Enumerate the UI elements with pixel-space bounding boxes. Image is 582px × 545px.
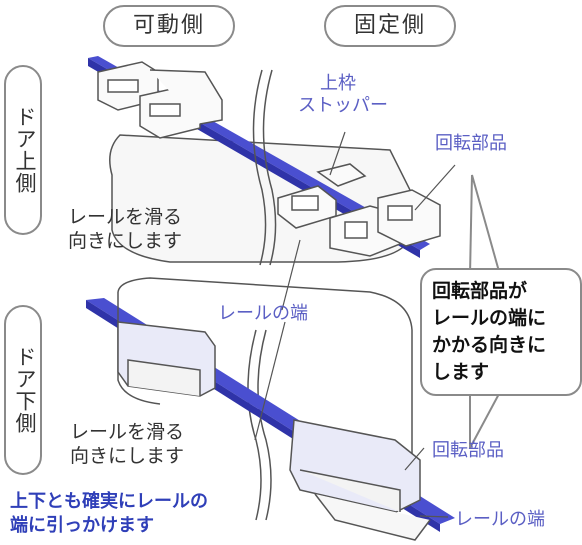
fixed-side-header: 固定側	[324, 5, 456, 47]
callout-line-3: かかる向きに	[432, 334, 547, 356]
stopper-line-2: ストッパー	[298, 95, 388, 116]
footnote-line-1: 上下とも確実にレールの	[10, 491, 208, 512]
upper-frame-stopper-label: 上枠 ストッパー	[298, 73, 388, 117]
slide-bottom-label: レールを滑る 向きにします	[70, 420, 184, 468]
rotating-part-bottom-label: 回転部品	[432, 440, 504, 461]
footnote-line-2: 端に引っかけます	[10, 515, 154, 536]
door-bottom-label: ドア下側	[4, 305, 42, 475]
slide-top-line-2: 向きにします	[68, 230, 183, 252]
slide-bottom-line-2: 向きにします	[70, 445, 185, 467]
rail-end-middle-label: レールの端	[218, 303, 308, 324]
callout-line-4: します	[432, 361, 490, 383]
rotating-part-top-label: 回転部品	[435, 133, 507, 154]
bottom-movable-part	[117, 321, 216, 397]
slide-top-label: レールを滑る 向きにします	[68, 205, 182, 253]
rail-end-bottom-label: レールの端	[455, 509, 545, 530]
top-movable-blocks	[97, 61, 223, 139]
bottom-rotating-part	[289, 419, 431, 541]
slide-top-line-1: レールを滑る	[68, 206, 183, 228]
top-fixed-parts	[277, 163, 441, 257]
stopper-line-1: 上枠	[320, 73, 356, 94]
callout-line-1: 回転部品が	[432, 280, 528, 302]
callout-bubble: 回転部品が レールの端に かかる向きに します	[420, 268, 582, 396]
door-top-label: ドア上側	[4, 65, 42, 235]
movable-side-header: 可動側	[103, 5, 235, 47]
break-lines	[247, 69, 277, 521]
footnote: 上下とも確実にレールの 端に引っかけます	[10, 490, 208, 538]
slide-bottom-line-1: レールを滑る	[70, 421, 185, 443]
leader-lines	[254, 131, 456, 518]
callout-line-2: レールの端に	[432, 307, 547, 329]
